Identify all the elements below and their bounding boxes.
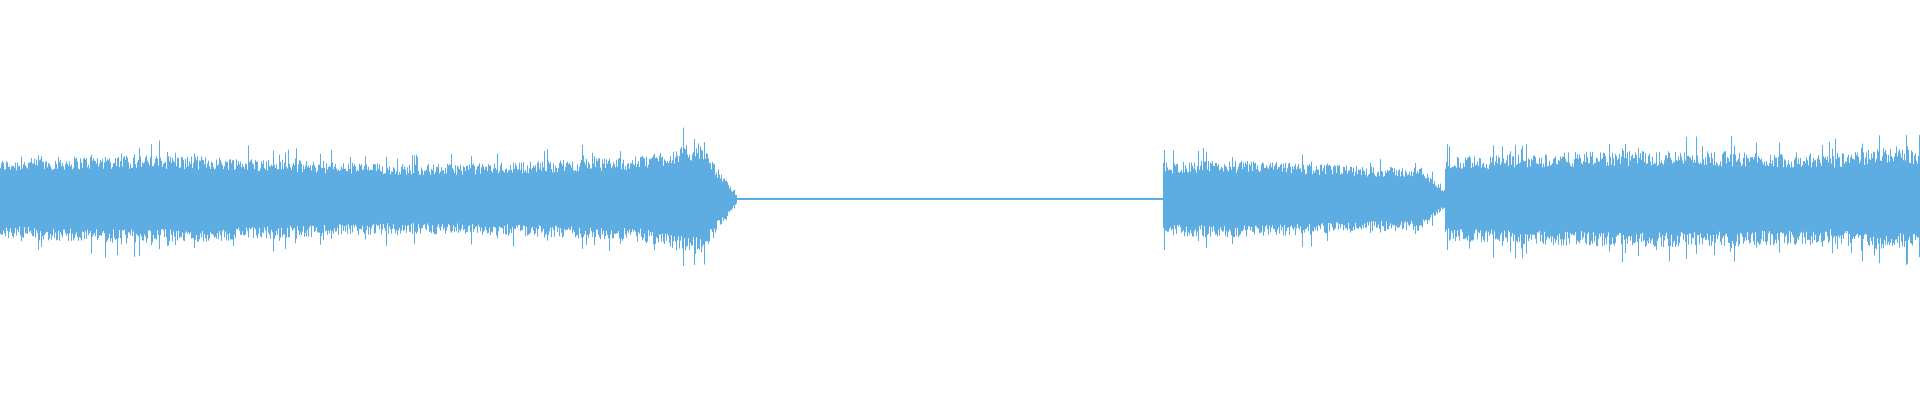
waveform-path xyxy=(0,127,1920,266)
